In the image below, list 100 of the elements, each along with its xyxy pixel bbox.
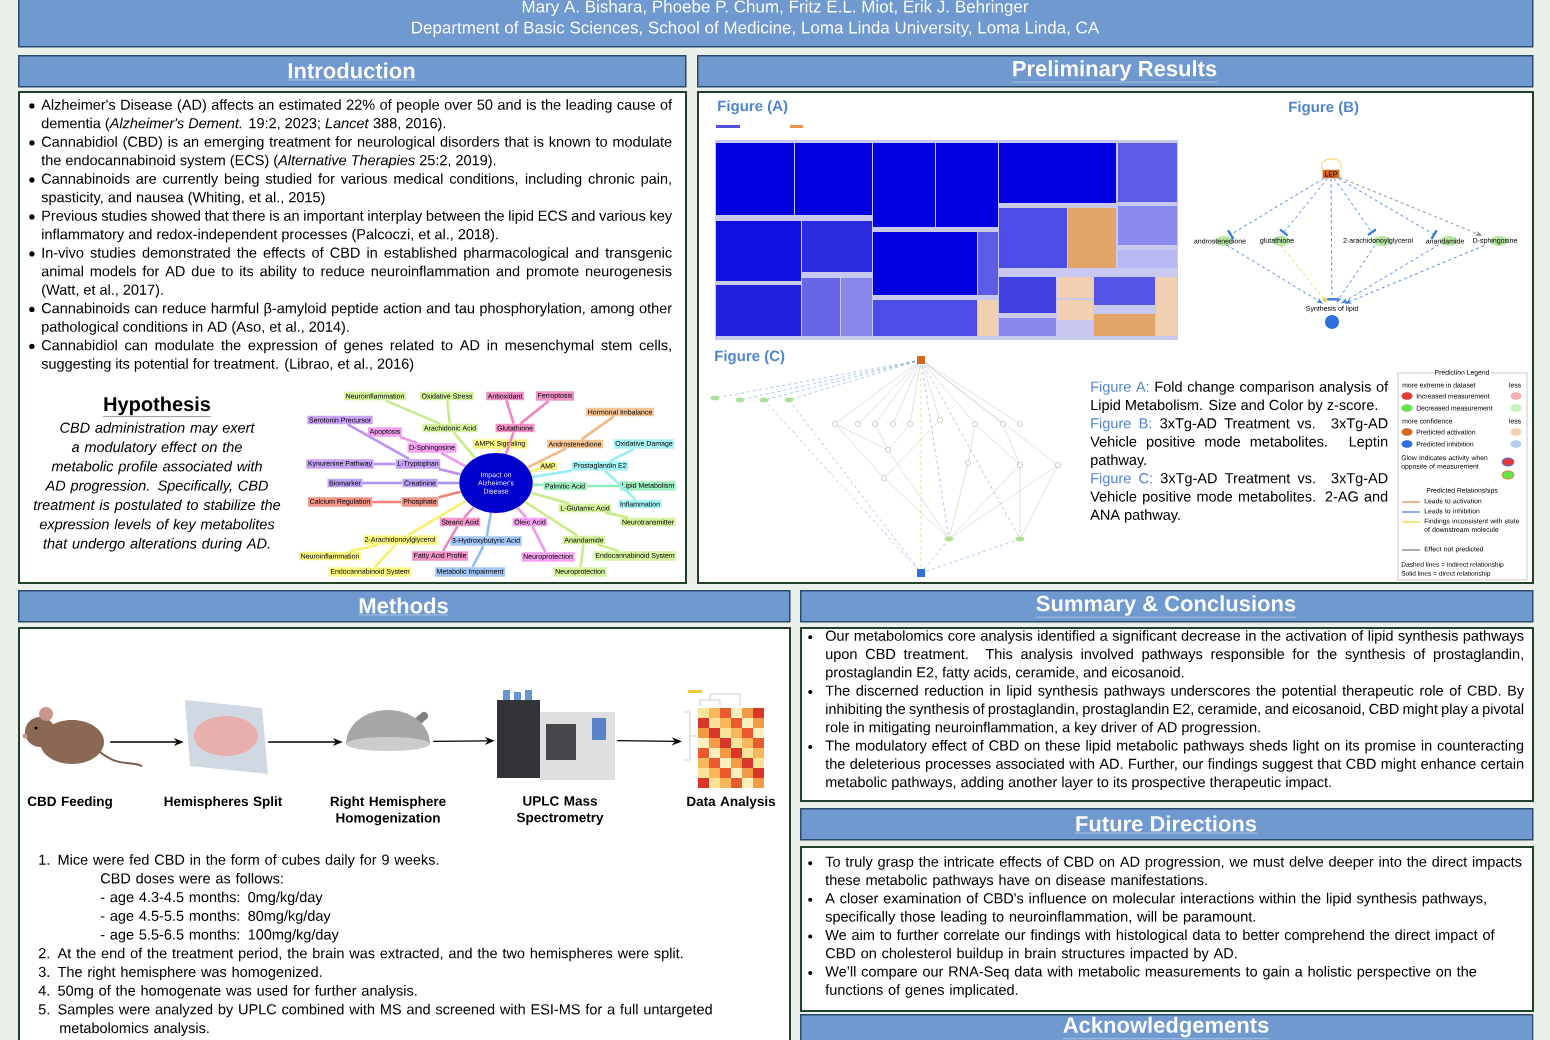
connector-line <box>485 512 493 537</box>
bullet-text: The modulatory effect of CBD on these lipid metabolic pathways sheds light on its promise in counteracting the deleterious processes associated with AD. Further, our findings suggest that CBD might enhance certain metabolic pathways, adding another layer to its prospective therapeutic impact. <box>808 740 1524 791</box>
connector-line <box>471 545 485 568</box>
arrow <box>1336 245 1376 303</box>
section-header-bar: Preliminary Results <box>697 55 1534 88</box>
list-item: 3. The right hemisphere was homogenized. <box>38 966 322 980</box>
connector-line <box>504 431 515 455</box>
bullet-text: Our metabolomics core analysis identified a significant decrease in the activation of lipid synthesis pathways upon CBD treatment. This analysis involved pathways responsible for the synthesis of prostaglandin, prostaglandin E2, fatty acids, ceramide, and eicosanoid. <box>808 630 1524 681</box>
section-header-bar: Summary & Conclusions <box>800 590 1534 623</box>
bullet-text: Cannabinoids can reduce harmful β-amyloid peptide action and tau phosphorylation, among other pathological conditions in AD (Aso, et al., 2014). <box>29 302 672 335</box>
connector-line <box>373 544 397 568</box>
bullet-text: We aim to further correlate our findings with histological data to better comprehend the direct impact of CBD on cholesterol buildup in brain structures impacted by AD. <box>808 929 1495 962</box>
connector-line <box>437 481 460 485</box>
author-line: Mary A. Bishara, Phoebe P. Chum, Fritz E.L. Miot, Erik J. Behringer <box>522 0 1029 16</box>
self-loop <box>1321 158 1342 171</box>
title-banner <box>18 0 1534 48</box>
connector-line <box>532 469 572 479</box>
connector-line <box>527 447 567 469</box>
connector-line <box>1279 177 1328 237</box>
text-panel <box>18 91 687 584</box>
arrow <box>1339 177 1482 236</box>
heatmap-drawing <box>683 690 776 809</box>
figure-label: Figure (A) <box>718 100 788 115</box>
bullet-text: Cannabinoids are currently being studied for various medical conditions, including chronic pain, spasticity, and nausea (Whiting, et al., 2015) <box>29 173 671 206</box>
connector-line <box>597 543 620 553</box>
connector-line <box>529 467 540 473</box>
connector-line <box>1338 177 1438 240</box>
bullet-text: Cannabidiol (CBD) is an emerging treatment for neurological disorders that is known to modulate the endocannabinoid system (ECS) (Alternative Therapies 25:2, 2019). <box>29 136 672 169</box>
connector-line <box>505 400 515 424</box>
affiliation-line: Department of Basic Sciences, School of Medicine, Loma Linda University, Loma Linda, CA <box>412 21 1100 37</box>
connector-line <box>438 490 461 499</box>
connector-line <box>516 506 528 519</box>
figure-label: Figure (C) <box>715 350 785 365</box>
step-caption: Hemispheres Split <box>164 796 283 809</box>
arrow <box>1345 245 1485 304</box>
connector-line <box>407 499 467 537</box>
list-item: CBD doses were as follows: <box>100 872 283 884</box>
connector-line <box>531 525 547 553</box>
list-item: - age 4.5-5.5 months: 80mg/kg/day <box>100 910 331 924</box>
connector-line <box>373 462 396 466</box>
bullet-text: The discerned reduction in lipid synthesis pathways underscores the potential therapeutic role of CBD. By inhibiting the synthesis of prostaglandin, prostaglandin E2, ceramide, and eicosanoid, CBD might play a pivotal role in mitigating neuroinflammation, a key driver of AD progression. <box>808 685 1525 736</box>
figure-caption: Figure C: 3xTg-AD Treatment vs. 3xTg-AD Vehicle positive mode metabolites. 2-AG and ANA pathway. <box>1090 472 1388 523</box>
connector-line <box>497 448 501 454</box>
figure-caption: Figure A: Fold change comparison analysis of Lipid Metabolism. Size and Color by z-score. <box>1091 381 1389 413</box>
list-item: 1. Mice were fed CBD in the form of cubes daily for 9 weeks. <box>39 854 439 868</box>
connector-line <box>347 423 410 461</box>
list-item: 5. Samples were analyzed by UPLC combined with MS and screened with ESI-MS for a full untargeted metabolomics analysis. <box>38 1003 712 1036</box>
mortar-drawing <box>330 710 446 826</box>
connector-line <box>399 435 418 445</box>
connector-line <box>604 511 629 519</box>
step-caption: CBD Feeding <box>27 796 112 809</box>
list-item: - age 5.5-6.5 months: 100mg/kg/day <box>100 929 339 943</box>
connector-line <box>446 400 451 424</box>
section-header-bar: Introduction <box>18 55 687 88</box>
connector-line <box>384 399 441 425</box>
hypothesis-heading: Hypothesis <box>102 396 212 417</box>
connector-line <box>438 467 461 476</box>
hypothesis-text: CBD administration may exert a modulatory effect on the metabolic profile associated with AD progression. Specifically, CBD treatment is postulated to stabilize the expression levels of key metabolites that undergo alterations during AD. <box>33 422 281 552</box>
arrow <box>1225 244 1323 304</box>
connector-line <box>1333 177 1377 236</box>
connector-line <box>348 543 379 553</box>
bullet-text: Alzheimer's Disease (AD) affects an estimated 22% of people over 50 and is the leading cause of dementia (Alzheimer's Dement. 19:2, 2023; Lancet 388, 2016). <box>29 99 673 132</box>
instrument-drawing <box>497 690 615 825</box>
connector-line <box>609 447 635 463</box>
connector-line <box>372 500 402 504</box>
connector-line <box>452 431 477 459</box>
bullet-text: We’ll compare our RNA-Seq data with metabolic measurements to gain a holistic perspective on the functions of genes implicated. <box>808 966 1477 998</box>
step-caption: UPLC Mass Spectrometry <box>516 796 604 825</box>
arrow <box>1341 244 1440 304</box>
bullet-text: Cannabidiol can modulate the expression of genes related to AD in mesenchymal stem cells, suggesting its potential for treatment. (Librao, et al., 2016) <box>29 339 671 372</box>
connector-line <box>1227 177 1325 240</box>
connector-line <box>441 525 459 552</box>
figure-label: Figure (B) <box>1289 101 1359 116</box>
text-panel <box>800 846 1534 1012</box>
connector-line <box>532 483 544 487</box>
connector-line <box>1326 177 1337 301</box>
connector-line <box>519 400 550 425</box>
step-caption: Data Analysis <box>687 796 776 809</box>
connector-line <box>580 415 615 441</box>
connector-line <box>604 470 637 501</box>
step-caption: Right Hemisphere Homogenization <box>330 796 446 826</box>
connector-line <box>362 481 403 485</box>
brain-drawing <box>164 700 283 809</box>
text-panel <box>18 627 791 1040</box>
text-panel <box>800 627 1534 802</box>
section-header-bar: Future Directions <box>800 808 1534 841</box>
section-header-bar: Acknowledgements <box>800 1014 1534 1040</box>
connector-line <box>440 451 466 468</box>
bullet-text: A closer examination of CBD's influence on molecular interactions within the lipid synthesis pathways, specifically those leading to neuroinflammation, will be paramount. <box>808 892 1486 925</box>
section-header-bar: Methods <box>18 590 791 623</box>
arrow <box>1280 245 1327 303</box>
connector-line <box>524 500 578 537</box>
connector-line <box>579 544 585 568</box>
list-item: 4. 50mg of the homogenate was used for further analysis. <box>38 985 417 999</box>
connector-line <box>586 484 620 488</box>
mouse-drawing <box>22 707 143 809</box>
bullet-text: Previous studies showed that there is an important interplay between the lipid ECS and various key inflammatory and redox-independent processes (Palcoczi, et al., 2018). <box>29 210 673 243</box>
bullet-text: To truly grasp the intricate effects of CBD on AD progression, we must delve deeper into the direct impacts these metabolic pathways have on disease manifestations. <box>808 856 1522 888</box>
connector-line <box>530 491 570 505</box>
list-item: - age 4.3-4.5 months: 0mg/kg/day <box>100 891 323 906</box>
